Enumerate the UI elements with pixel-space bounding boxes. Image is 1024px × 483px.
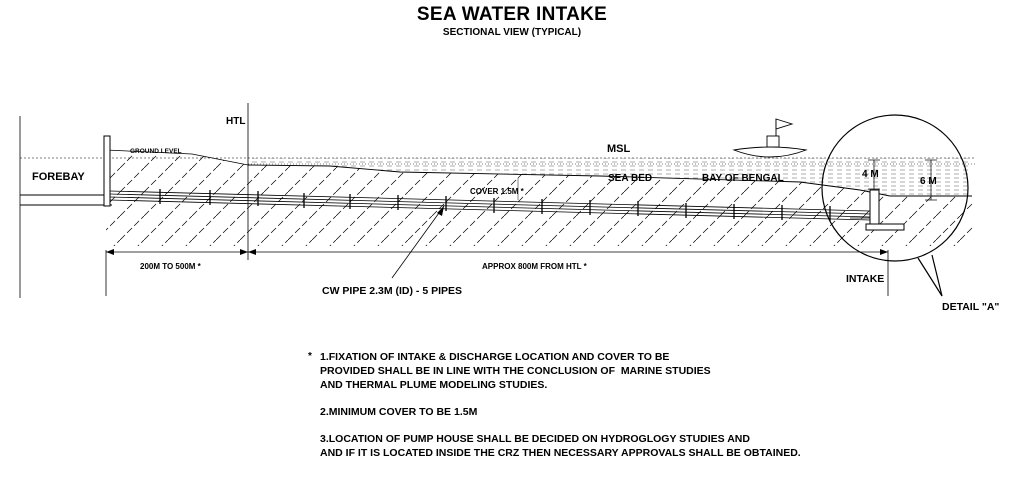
cw-pipes [109,190,871,221]
detail-callout-tail [917,254,943,297]
seabed-profile [247,164,972,197]
forebay-wall [103,135,111,207]
msl-label: MSL [607,143,631,155]
boat-icon [732,118,808,158]
forebay-label: FOREBAY [32,171,85,183]
notes-section: * 1.FIXATION OF INTAKE & DISCHARGE LOCAT… [308,350,928,473]
sea-water-region [248,158,972,196]
detail-label: DETAIL "A" [942,301,999,313]
horizontal-dimensions [105,250,889,296]
depth-6m-label: 6 M [920,176,937,187]
pipe-leader-arrow [437,206,444,216]
note-3: 3.LOCATION OF PUMP HOUSE SHALL BE DECIDE… [320,433,801,459]
diagram-title: SEA WATER INTAKE [416,4,608,25]
note-1: 1.FIXATION OF INTAKE & DISCHARGE LOCATIO… [320,351,711,391]
intake-label: INTAKE [846,273,884,285]
pipe-leader-line [391,205,445,279]
notes-marker: * [308,351,312,362]
sea-bed-label: SEA BED [608,173,652,184]
ground-level-line [105,149,249,166]
htl-label: HTL [226,116,245,127]
diagram-subtitle: SECTIONAL VIEW (TYPICAL) [442,27,582,38]
cover-label: COVER 1.5M * [470,187,525,196]
pipe-label: CW PIPE 2.3M (ID) - 5 PIPES [322,285,462,297]
detail-circle [821,114,969,262]
dim-left-label: 200M TO 500M * [140,262,202,271]
note-2: 2.MINIMUM COVER TO BE 1.5M [320,406,478,418]
pipe-joints [159,189,831,221]
depth-4m-label: 4 M [862,169,879,180]
dimension-arrows [106,249,888,255]
dim-right-label: APPROX 800M FROM HTL * [482,262,588,271]
bay-of-bengal-label: BAY OF BENGAL [702,173,784,184]
ground-level-label: GROUND LEVEL [130,148,182,155]
depth-dimensions [868,159,937,201]
intake-structure [850,189,905,231]
seabed-hatch [106,154,972,246]
